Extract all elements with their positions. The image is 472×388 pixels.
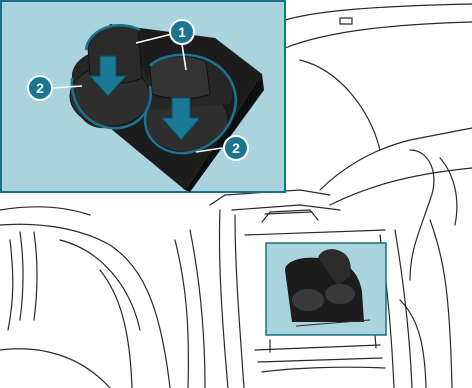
callout-2-left: 2 [28, 76, 52, 100]
callout-2-left-label: 2 [36, 80, 44, 96]
detail-inset: 1 2 2 [1, 1, 285, 192]
callout-1: 1 [170, 20, 194, 44]
callout-2-right: 2 [224, 136, 248, 160]
callout-2-right-label: 2 [232, 140, 240, 156]
console-cupholder-highlight [266, 243, 386, 335]
callout-1-label: 1 [178, 24, 186, 40]
